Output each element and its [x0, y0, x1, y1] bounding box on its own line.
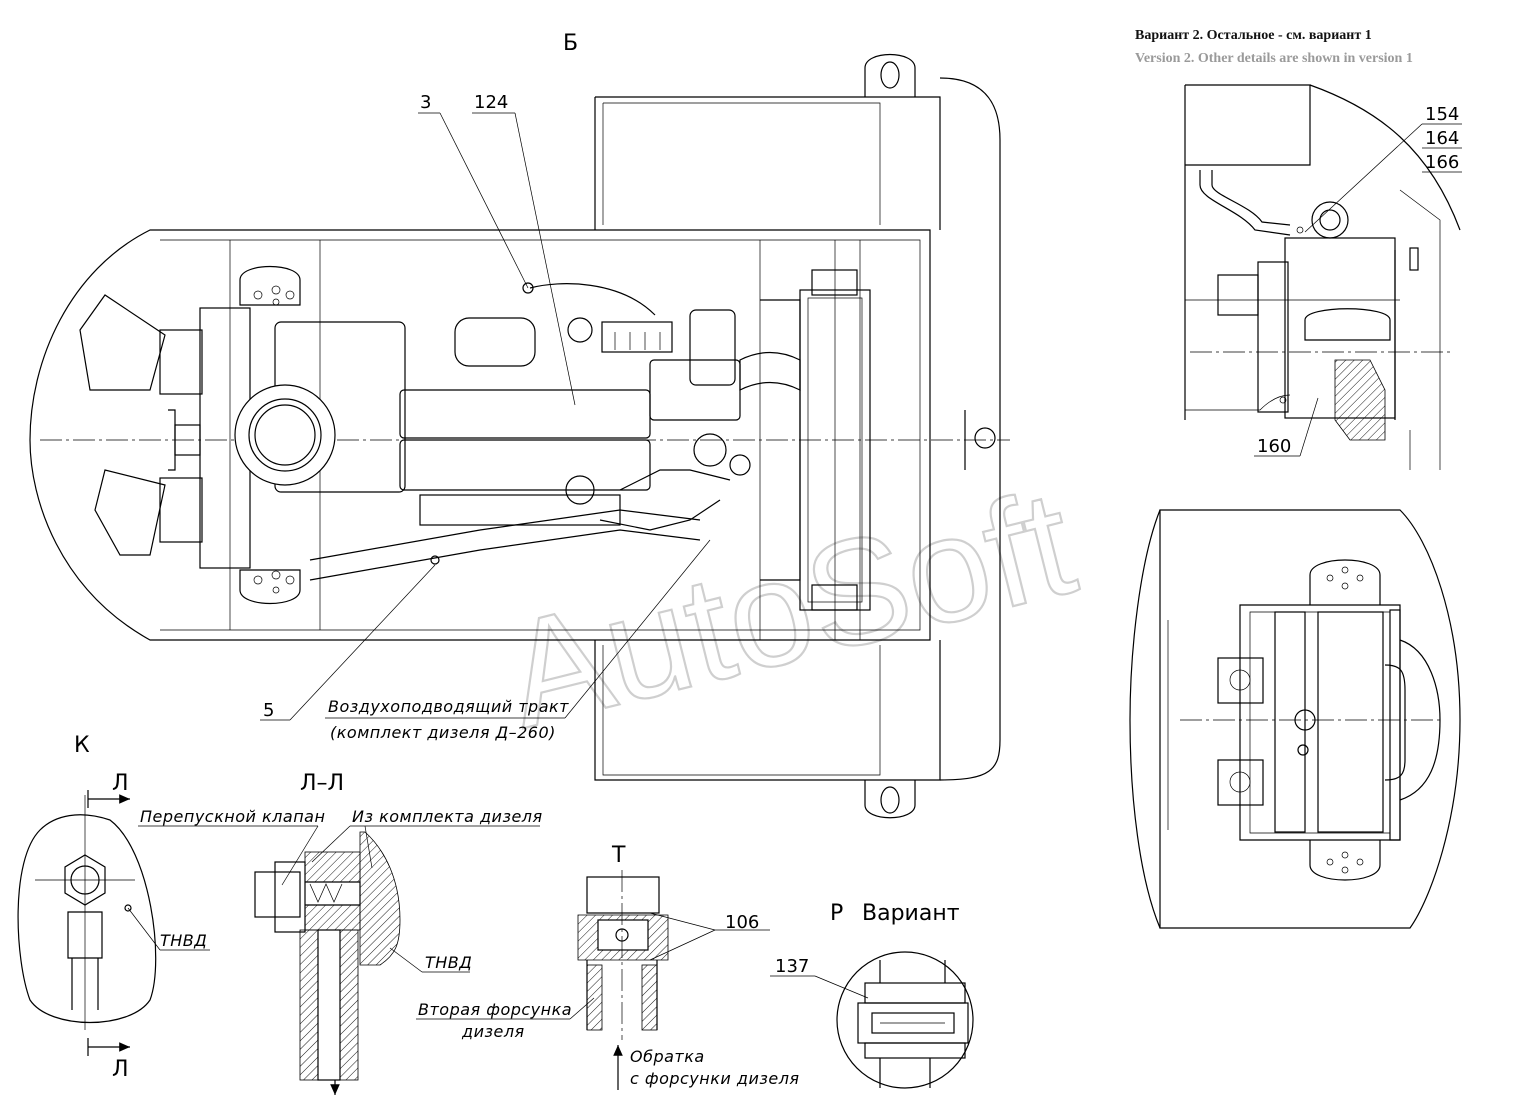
view-label-k: К	[74, 733, 90, 758]
view-label-variant: Вариант	[862, 901, 960, 926]
callout-106: 106	[725, 912, 759, 933]
view-label-b: Б	[563, 31, 578, 56]
return-label-2: с форсунки дизеля	[630, 1069, 800, 1088]
callout-air-duct: Воздухоподводящий тракт (комплект дизеля…	[325, 539, 711, 742]
callout-154: 154	[1425, 104, 1459, 125]
svg-text:124: 124	[474, 92, 508, 113]
tnvd-label-ll: ТНВД	[425, 953, 472, 972]
svg-text:5: 5	[263, 700, 274, 721]
callout-166: 166	[1425, 152, 1459, 173]
section-ll: Л–Л Перепускной клапан Из комплекта дизе…	[138, 771, 543, 1095]
callout-164: 164	[1425, 128, 1459, 149]
right-top-detail: 154 164 166 160	[1184, 84, 1462, 470]
svg-text:AutoSoft: AutoSoft	[490, 457, 1089, 759]
main-engine-view	[29, 53, 1010, 819]
note-en: Version 2. Other details are shown in ve…	[1135, 51, 1413, 66]
view-r-variant: Р Вариант 137	[770, 901, 974, 1089]
view-k: К ТНВД Л Л	[17, 733, 210, 1082]
mount-bracket-top	[239, 265, 301, 306]
view-label-r: Р	[830, 901, 843, 926]
second-injector-label-1: Вторая форсунка	[418, 1000, 572, 1019]
section-mark-l-top: Л	[112, 771, 129, 796]
second-injector-label-2: дизеля	[461, 1022, 525, 1041]
section-mark-l-bottom: Л	[112, 1057, 129, 1082]
view-t: Т 106 Вторая форсунка дизеля Обратка с ф…	[416, 843, 800, 1090]
callout-160: 160	[1257, 436, 1291, 457]
view-label-ll: Л–Л	[300, 771, 344, 796]
svg-text:3: 3	[420, 92, 431, 113]
callout-124: 124	[472, 92, 576, 406]
callout-137: 137	[775, 956, 809, 977]
watermark: AutoSoft	[489, 456, 1090, 760]
callout-5: 5	[260, 564, 436, 721]
air-duct-label: Воздухоподводящий тракт	[328, 697, 569, 716]
callout-3: 3	[418, 92, 529, 289]
right-bottom-detail	[1129, 509, 1461, 929]
bypass-valve-label: Перепускной клапан	[140, 807, 325, 826]
from-kit-label: Из комплекта дизеля	[352, 807, 543, 826]
tnvd-label-k: ТНВД	[160, 931, 207, 950]
mount-bracket-bottom	[239, 569, 301, 605]
return-label-1: Обратка	[630, 1047, 705, 1066]
note-ru: Вариант 2. Остальное - см. вариант 1	[1135, 28, 1372, 43]
air-duct-kit-label: (комплект дизеля Д–260)	[330, 723, 556, 742]
view-label-t: Т	[611, 843, 626, 868]
